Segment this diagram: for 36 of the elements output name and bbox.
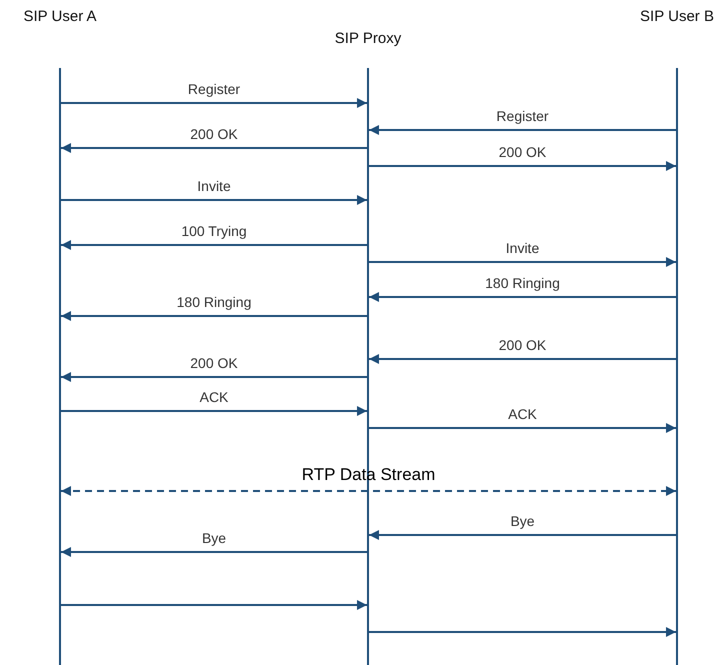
edge-label: Register [495, 108, 550, 124]
edge-label: 200 OK [498, 144, 548, 160]
participant-name: SIP User A [22, 8, 98, 25]
edge-label: ACK [198, 389, 230, 405]
arrow [369, 354, 676, 364]
arrow [369, 292, 676, 302]
edge-label: 200 OK [189, 355, 239, 371]
edge-label: Bye [200, 530, 228, 546]
arrow [369, 530, 676, 540]
arrow [61, 311, 367, 321]
arrow [61, 143, 367, 153]
arrow [369, 161, 676, 171]
edge-label: 180 Ringing [484, 275, 561, 291]
arrow [61, 195, 367, 205]
edge-label: Invite [196, 178, 232, 194]
arrow [61, 406, 367, 416]
arrow [61, 600, 367, 610]
edge-label: Register [186, 81, 242, 97]
edge-label: Bye [509, 513, 536, 529]
edge-label: 200 OK [189, 126, 239, 142]
arrow [369, 423, 676, 433]
arrow [369, 627, 676, 637]
edge-label: 180 Ringing [176, 294, 252, 310]
arrow [61, 547, 367, 557]
arrow [61, 98, 367, 108]
edge-label: 200 OK [498, 337, 548, 353]
arrow [369, 125, 676, 135]
participant-name: SIP User B [639, 8, 715, 25]
edge-label: ACK [507, 406, 538, 422]
arrow [61, 240, 367, 250]
edge-label: 100 Trying [180, 223, 248, 239]
arrow [369, 257, 676, 267]
participant-name: SIP Proxy [334, 30, 402, 47]
arrow [61, 372, 367, 382]
arrow [61, 486, 676, 496]
edge-label: Invite [504, 240, 540, 256]
